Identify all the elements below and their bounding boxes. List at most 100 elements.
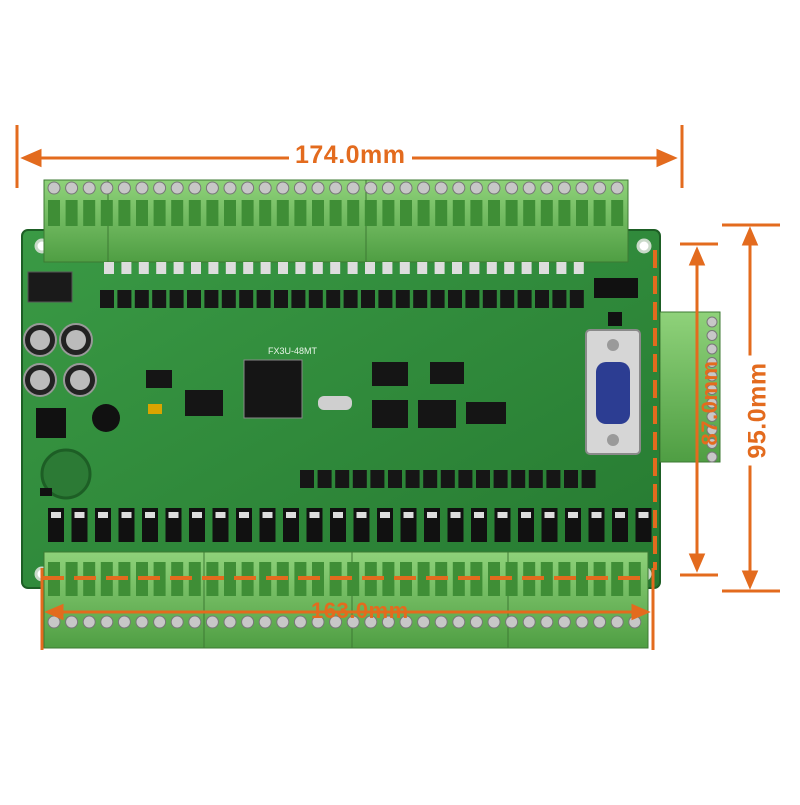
middle-optocoupler-row	[300, 470, 596, 488]
optocoupler	[134, 290, 149, 308]
optocoupler	[352, 470, 367, 488]
terminal-slot	[611, 562, 624, 596]
screw	[293, 615, 307, 629]
optocoupler	[152, 290, 167, 308]
screw	[417, 615, 431, 629]
screw	[258, 181, 272, 195]
led	[504, 262, 515, 274]
mosfet-tab	[145, 512, 155, 518]
ic-chip	[146, 370, 172, 388]
screw	[706, 411, 718, 422]
screw	[381, 615, 395, 629]
screw	[346, 181, 360, 195]
terminal-slot	[65, 200, 78, 226]
screw	[487, 181, 501, 195]
screw	[540, 181, 554, 195]
optocoupler	[378, 290, 393, 308]
screw	[135, 181, 149, 195]
screw	[706, 316, 718, 328]
mosfet-tab	[380, 512, 390, 518]
optocoupler	[100, 290, 114, 308]
optocoupler	[300, 470, 314, 488]
mosfet-tab	[98, 512, 108, 518]
terminal-slot	[65, 562, 78, 596]
terminal-slot	[576, 200, 588, 226]
optocoupler	[204, 290, 219, 308]
mosfet-tab	[309, 512, 320, 518]
mosfet-tab	[450, 512, 461, 518]
terminal-slot	[382, 200, 395, 226]
screw	[117, 615, 131, 629]
terminal-slot	[593, 200, 606, 226]
screw	[241, 181, 255, 195]
led	[225, 262, 236, 274]
mosfet-tab	[51, 512, 61, 518]
optocoupler	[493, 470, 508, 488]
screw	[706, 357, 718, 368]
switch	[608, 312, 622, 326]
screw	[540, 615, 554, 629]
terminal-slot	[364, 200, 377, 226]
optocoupler	[388, 470, 402, 488]
terminal-slot	[83, 200, 96, 226]
electrolytic-capacitors	[23, 323, 97, 397]
terminal-slot	[188, 200, 201, 226]
screw	[399, 615, 413, 629]
optocoupler	[482, 290, 497, 308]
screw	[706, 343, 718, 355]
screw	[293, 181, 307, 195]
optocoupler	[546, 470, 561, 488]
terminal-slot	[241, 200, 254, 226]
power-connector	[27, 271, 73, 303]
led	[486, 262, 497, 274]
dimension-lines	[15, 125, 780, 650]
led	[156, 262, 167, 274]
optocoupler	[239, 290, 254, 308]
screw	[170, 181, 184, 195]
screw	[706, 438, 718, 449]
screw	[153, 615, 167, 629]
optocoupler	[413, 290, 428, 308]
screw	[469, 615, 483, 629]
screw	[205, 615, 219, 629]
optocoupler	[430, 290, 445, 308]
led	[382, 262, 393, 274]
mosfet-tab	[427, 512, 437, 518]
ic-chip	[466, 402, 506, 424]
optocoupler	[169, 290, 184, 308]
optocoupler	[564, 470, 578, 488]
terminal-slot	[259, 562, 272, 596]
screw	[522, 615, 536, 629]
screw	[452, 181, 466, 195]
screw	[65, 181, 79, 195]
optocoupler	[291, 290, 306, 308]
led	[573, 262, 584, 274]
terminal-slot	[100, 200, 113, 226]
screw	[706, 397, 718, 409]
screw	[135, 615, 149, 629]
side-terminal-screws	[706, 316, 718, 463]
optocoupler	[326, 290, 341, 308]
terminal-slot	[224, 200, 236, 226]
mosfet-tab	[215, 512, 226, 518]
screw	[434, 181, 448, 195]
optocoupler	[317, 470, 332, 488]
led	[365, 262, 375, 274]
optocoupler	[274, 290, 288, 308]
terminal-slot	[329, 200, 342, 226]
screw	[593, 181, 607, 195]
led	[556, 262, 567, 274]
mosfet-tab	[521, 512, 531, 518]
optocoupler	[552, 290, 567, 308]
screw	[452, 615, 466, 629]
mosfet-tab	[192, 512, 202, 518]
terminal-slot	[206, 200, 219, 226]
terminal-slot	[540, 562, 553, 596]
mosfet-tab	[497, 512, 508, 518]
screw	[469, 181, 483, 195]
optocoupler	[448, 290, 462, 308]
screw	[505, 181, 519, 195]
screw	[82, 181, 96, 195]
optocoupler	[581, 470, 596, 488]
